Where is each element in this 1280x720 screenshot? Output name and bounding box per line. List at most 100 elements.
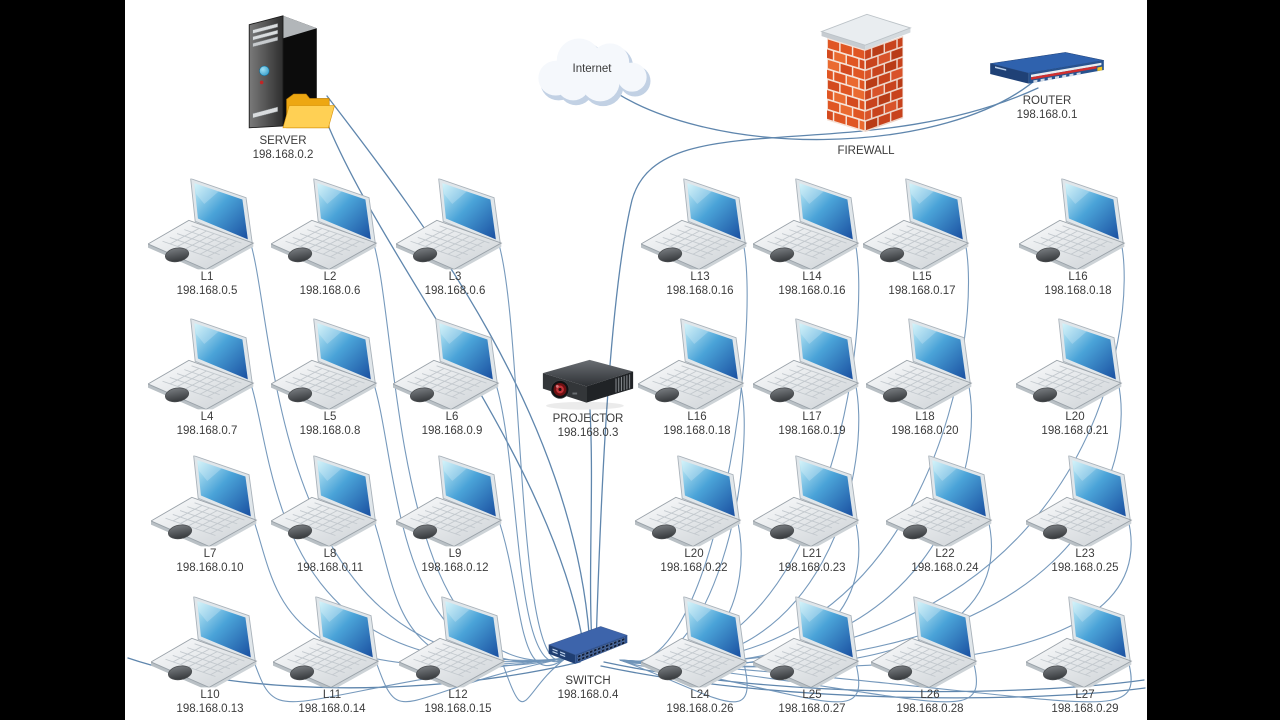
laptop-icon — [886, 455, 1004, 547]
laptop-id: L9 — [448, 548, 462, 560]
laptop-id: L27 — [1075, 689, 1095, 701]
laptop-ip: 198.168.0.22 — [660, 562, 728, 574]
laptop-ip: 198.168.0.9 — [421, 425, 483, 437]
laptop-icon — [271, 318, 389, 410]
switch-icon — [527, 622, 649, 674]
laptop-node: L3 198.168.0.6 — [390, 178, 520, 298]
node-label: PROJECTOR — [552, 413, 624, 425]
laptop-node: L14 198.168.0.16 — [747, 178, 877, 298]
laptop-id: L3 — [448, 271, 462, 283]
laptop-id: L12 — [448, 689, 468, 701]
laptop-ip: 198.168.0.17 — [888, 285, 956, 297]
laptop-id: L11 — [322, 689, 342, 701]
laptop-node: L20 198.168.0.22 — [629, 455, 759, 575]
laptop-icon — [863, 178, 981, 270]
laptop-ip: 198.168.0.28 — [896, 703, 964, 715]
laptop-icon — [641, 596, 759, 688]
laptop-icon — [641, 178, 759, 270]
cable — [619, 655, 978, 703]
laptop-node: L22 198.168.0.24 — [880, 455, 1010, 575]
laptop-node: L1 198.168.0.5 — [142, 178, 272, 298]
cable — [496, 514, 567, 667]
laptop-id: L8 — [323, 548, 337, 560]
laptop-node: L21 198.168.0.23 — [747, 455, 877, 575]
node-ip: 198.168.0.1 — [1016, 109, 1078, 121]
router-node: ROUTER 198.168.0.1 — [967, 50, 1127, 122]
laptop-ip: 198.168.0.16 — [666, 285, 734, 297]
laptop-icon — [753, 596, 871, 688]
firewall-node: FIREWALL — [791, 8, 941, 158]
firewall-brick-icon — [814, 8, 918, 144]
laptop-icon — [638, 318, 756, 410]
laptop-id: L18 — [915, 411, 935, 423]
laptop-node: L13 198.168.0.16 — [635, 178, 765, 298]
laptop-ip: 198.168.0.15 — [424, 703, 492, 715]
laptop-id: L17 — [802, 411, 822, 423]
laptop-icon — [399, 596, 517, 688]
cable — [499, 655, 567, 703]
laptop-id: L24 — [690, 689, 710, 701]
laptop-icon — [396, 455, 514, 547]
laptop-id: L1 — [200, 271, 214, 283]
laptop-ip: 198.168.0.18 — [1044, 285, 1112, 297]
laptop-icon — [1016, 318, 1134, 410]
laptop-icon — [273, 596, 391, 688]
server-node: SERVER 198.168.0.2 — [208, 14, 358, 162]
node-ip: 198.168.0.3 — [557, 427, 619, 439]
node-label: ROUTER — [1022, 95, 1072, 107]
node-ip: 198.168.0.4 — [557, 689, 619, 701]
laptop-node: L25 198.168.0.27 — [747, 596, 877, 716]
node-label: SWITCH — [565, 675, 611, 687]
laptop-ip: 198.168.0.24 — [911, 562, 979, 574]
cable — [619, 655, 748, 703]
laptop-ip: 198.168.0.27 — [778, 703, 846, 715]
laptop-ip: 198.168.0.6 — [299, 285, 361, 297]
cable — [589, 409, 593, 645]
laptop-node: L20 198.168.0.21 — [1010, 318, 1140, 438]
laptop-node: L15 198.168.0.17 — [857, 178, 987, 298]
laptop-node: L9 198.168.0.12 — [390, 455, 520, 575]
laptop-ip: 198.168.0.29 — [1051, 703, 1119, 715]
laptop-icon — [148, 318, 266, 410]
node-label: Internet — [572, 63, 612, 75]
laptop-id: L23 — [1075, 548, 1095, 560]
laptop-id: L21 — [802, 548, 822, 560]
laptop-icon — [271, 178, 389, 270]
laptop-node: L4 198.168.0.7 — [142, 318, 272, 438]
laptop-ip: 198.168.0.19 — [778, 425, 846, 437]
laptop-node: L24 198.168.0.26 — [635, 596, 765, 716]
letterbox-right — [1147, 0, 1280, 720]
laptop-id: L25 — [802, 689, 822, 701]
node-label: SERVER — [259, 135, 307, 147]
laptop-id: L4 — [200, 411, 214, 423]
laptop-id: L20 — [1065, 411, 1085, 423]
laptop-node: L26 198.168.0.28 — [865, 596, 995, 716]
laptop-ip: 198.168.0.23 — [778, 562, 846, 574]
cable — [371, 514, 567, 667]
laptop-node: L8 198.168.0.11 — [265, 455, 395, 575]
laptop-node: L16 198.168.0.18 — [1013, 178, 1143, 298]
projector-node: PROJECTOR 198.168.0.3 — [513, 356, 663, 440]
laptop-ip: 198.168.0.12 — [421, 562, 489, 574]
laptop-ip: 198.168.0.11 — [296, 562, 364, 574]
router-icon — [977, 50, 1117, 94]
laptop-node: L5 198.168.0.8 — [265, 318, 395, 438]
cable — [373, 655, 567, 703]
internet-node: Internet — [517, 22, 667, 114]
laptop-icon — [753, 455, 871, 547]
letterbox-left — [0, 0, 125, 720]
laptop-icon — [151, 455, 269, 547]
laptop-id: L16 — [1068, 271, 1088, 283]
laptop-ip: 198.168.0.26 — [666, 703, 734, 715]
cable — [371, 377, 567, 663]
laptop-icon — [151, 596, 269, 688]
laptop-id: L20 — [684, 548, 704, 560]
laptop-ip: 198.168.0.5 — [176, 285, 238, 297]
laptop-icon — [753, 318, 871, 410]
laptop-id: L26 — [920, 689, 940, 701]
laptop-node: L7 198.168.0.10 — [145, 455, 275, 575]
laptop-id: L22 — [935, 548, 955, 560]
laptop-id: L15 — [912, 271, 932, 283]
laptop-icon — [635, 455, 753, 547]
laptop-id: L2 — [323, 271, 337, 283]
